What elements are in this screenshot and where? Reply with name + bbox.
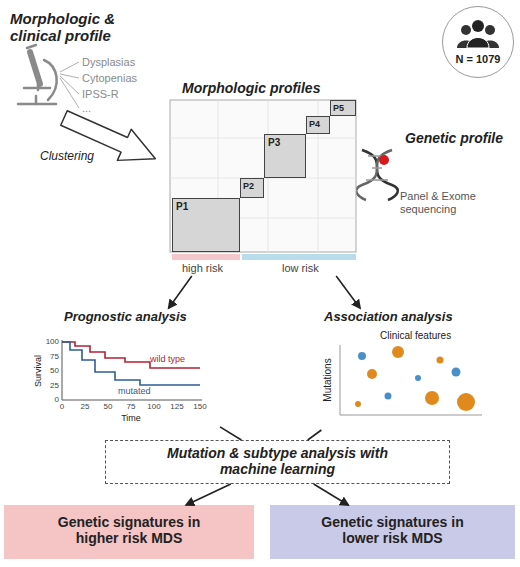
connector <box>336 276 360 308</box>
block-arrow <box>57 102 162 174</box>
dna-icon <box>356 150 398 200</box>
tick-label: 50 <box>104 402 113 411</box>
feature-item: Cytopenias <box>82 72 137 85</box>
axis-title: Clinical features <box>380 330 451 342</box>
cluster-block: P3 <box>264 134 306 178</box>
risk-label: high risk <box>182 262 223 275</box>
connector <box>314 484 349 505</box>
node-text: Mutation & subtype analysis with machine… <box>158 445 398 477</box>
result-box: Genetic signatures in higher risk MDS <box>4 505 254 559</box>
node-text: Prognostic analysis <box>64 310 187 325</box>
section-heading: Genetic profile <box>405 130 515 146</box>
dashed-box: Mutation & subtype analysis with machine… <box>105 440 450 484</box>
risk-bar <box>172 254 240 260</box>
feature-item: Dysplasias <box>82 56 135 69</box>
arrow-label: Clustering <box>40 150 94 164</box>
node-text: P3 <box>268 137 280 149</box>
series-label: wild type <box>150 354 185 364</box>
tick-label: 125 <box>170 402 183 411</box>
node-text: N = 1079 <box>443 53 513 66</box>
cluster-block: P5 <box>330 100 356 116</box>
node-text: P1 <box>176 201 188 213</box>
tick-label: 25 <box>81 402 90 411</box>
matrix-node: Morphologic profilesP1 P2 P3 P4 P5 <box>168 78 358 276</box>
cluster-block: P2 <box>240 178 264 198</box>
section-heading: Morphologic & clinical profile <box>10 10 160 45</box>
cohort-circle: N = 1079 <box>442 6 514 78</box>
node-text: P5 <box>333 103 344 113</box>
connector <box>169 276 192 308</box>
tick-label: 75 <box>50 352 59 361</box>
connector <box>186 484 231 505</box>
cluster-block: P4 <box>306 116 330 134</box>
series-label: mutated <box>118 386 151 396</box>
node-text: Association analysis <box>324 310 453 325</box>
people-icon <box>442 6 514 78</box>
leader-lines <box>60 62 79 108</box>
risk-bar <box>242 254 356 260</box>
tick-label: 0 <box>60 402 64 411</box>
node-text: Genetic signatures in lower risk MDS <box>303 514 483 546</box>
tick-label: 100 <box>46 337 59 346</box>
microscope-icon <box>18 45 57 104</box>
dot-plot <box>340 345 482 415</box>
risk-label: low risk <box>282 262 319 275</box>
node-text: P2 <box>243 181 254 191</box>
node-text: P4 <box>309 119 320 129</box>
axis-title: Time <box>121 413 141 423</box>
cluster-block: P1 <box>172 198 240 252</box>
result-box: Genetic signatures in lower risk MDS <box>270 505 515 559</box>
connector <box>308 430 322 440</box>
tick-label: 50 <box>50 366 59 375</box>
tick-label: 100 <box>147 402 160 411</box>
analysis-panel: Association analysis <box>310 308 500 430</box>
feature-item: ... <box>82 102 91 115</box>
tick-label: 25 <box>50 381 59 390</box>
tick-label: 75 <box>127 402 136 411</box>
axis-title: Mutations <box>322 358 334 401</box>
method-note: Panel & Exome sequencing <box>400 190 512 215</box>
connector <box>220 427 241 440</box>
axis-title: Survival <box>33 355 43 387</box>
survival-plot <box>62 340 202 400</box>
node-text: Genetic signatures in higher risk MDS <box>39 514 219 546</box>
feature-item: IPSS-R <box>82 88 119 101</box>
tick-label: 150 <box>193 402 206 411</box>
node-text: Morphologic profiles <box>182 80 320 96</box>
tick-label: 0 <box>55 395 59 404</box>
